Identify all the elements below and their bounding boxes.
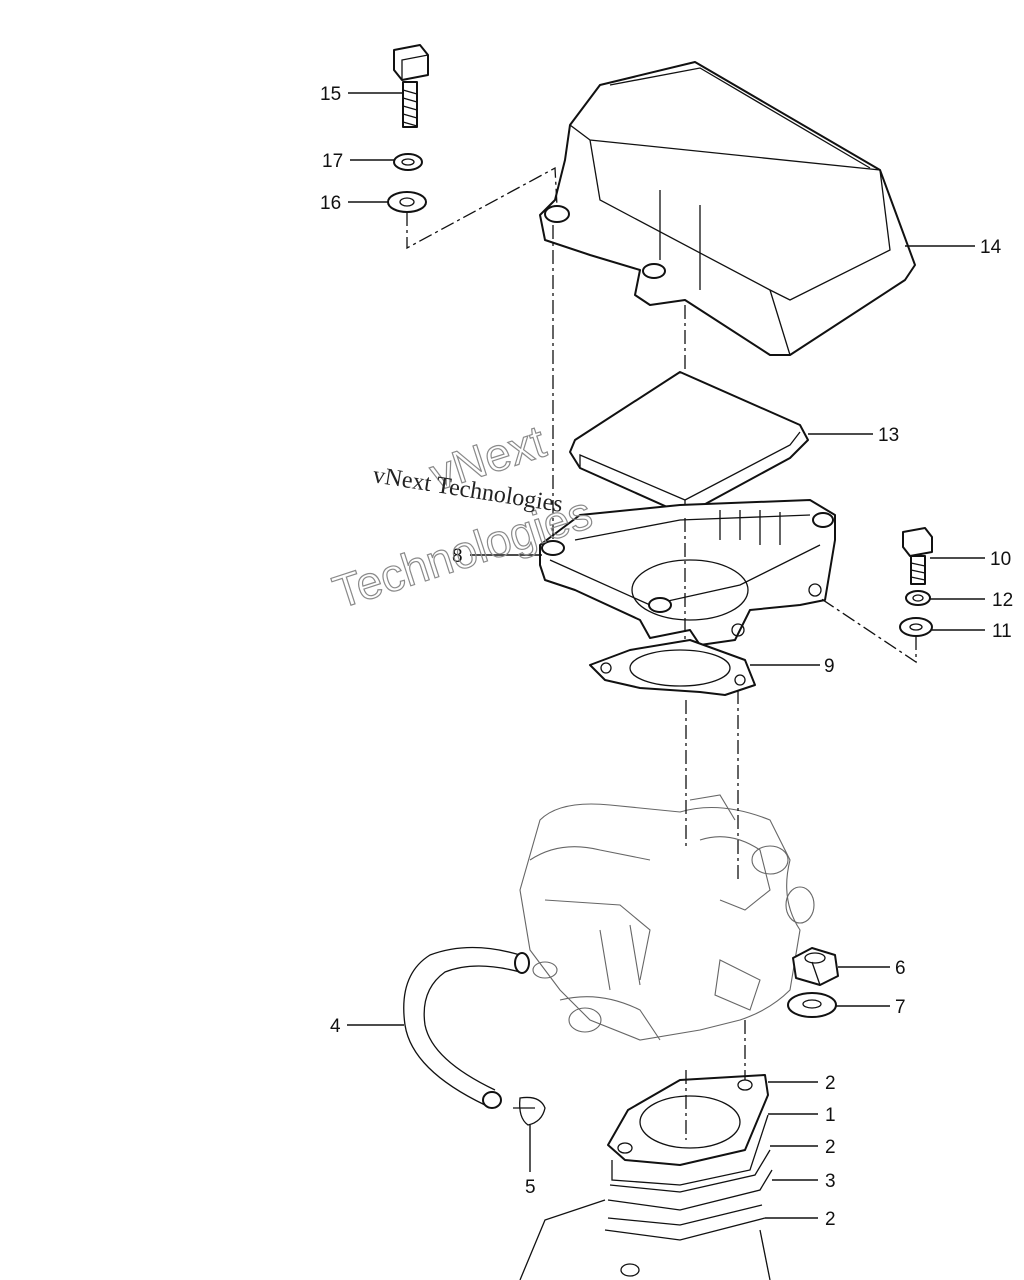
callout-15: 15 [320, 84, 341, 105]
leader-lines [347, 92, 985, 1219]
callout-2-middle: 2 [825, 1137, 836, 1158]
part-15-bolt [393, 44, 429, 128]
part-16-washer [387, 191, 427, 213]
callout-12: 12 [992, 590, 1013, 611]
part-10-bolt [902, 527, 933, 585]
callout-8: 8 [452, 546, 463, 567]
part-8-air-cleaner-case [539, 499, 836, 646]
callout-13: 13 [878, 425, 899, 446]
callout-14: 14 [980, 237, 1002, 258]
part-12-lock-washer [905, 590, 931, 606]
carburetor-body-ghost [519, 794, 815, 1041]
part-1-insulator [611, 1114, 769, 1186]
part-2c-lower-gasket [519, 1199, 771, 1280]
callout-6: 6 [895, 958, 906, 979]
callout-1: 1 [825, 1105, 836, 1126]
callout-3: 3 [825, 1171, 836, 1192]
callout-17: 17 [322, 151, 343, 172]
part-2a-upper-gasket [607, 1074, 769, 1166]
part-17-lock-washer [393, 153, 423, 171]
part-3-spacer [607, 1169, 773, 1226]
part-13-filter-element [569, 371, 809, 516]
part-9-gasket [589, 639, 756, 696]
callout-11: 11 [992, 621, 1012, 642]
part-2b-gasket [609, 1149, 771, 1193]
callout-7: 7 [895, 997, 906, 1018]
callout-4: 4 [330, 1016, 341, 1037]
part-5-clamp [513, 1096, 546, 1126]
callout-10: 10 [990, 549, 1011, 570]
assembly-centerlines [406, 166, 917, 1140]
part-14-cover [539, 61, 916, 356]
callout-16: 16 [320, 193, 341, 214]
callout-labels: 15 17 16 14 13 8 9 10 12 11 6 7 4 5 2 1 … [320, 84, 1013, 1230]
part-4-hose [403, 946, 530, 1109]
part-11-washer [899, 617, 933, 637]
part-6-nut [792, 947, 839, 986]
callout-2-upper: 2 [825, 1073, 836, 1094]
callout-9: 9 [824, 656, 835, 677]
part-7-washer [787, 992, 837, 1018]
callout-5: 5 [525, 1177, 536, 1198]
callout-2-lower: 2 [825, 1209, 836, 1230]
watermark: vNext Technologies vNext Technologies [326, 414, 599, 619]
